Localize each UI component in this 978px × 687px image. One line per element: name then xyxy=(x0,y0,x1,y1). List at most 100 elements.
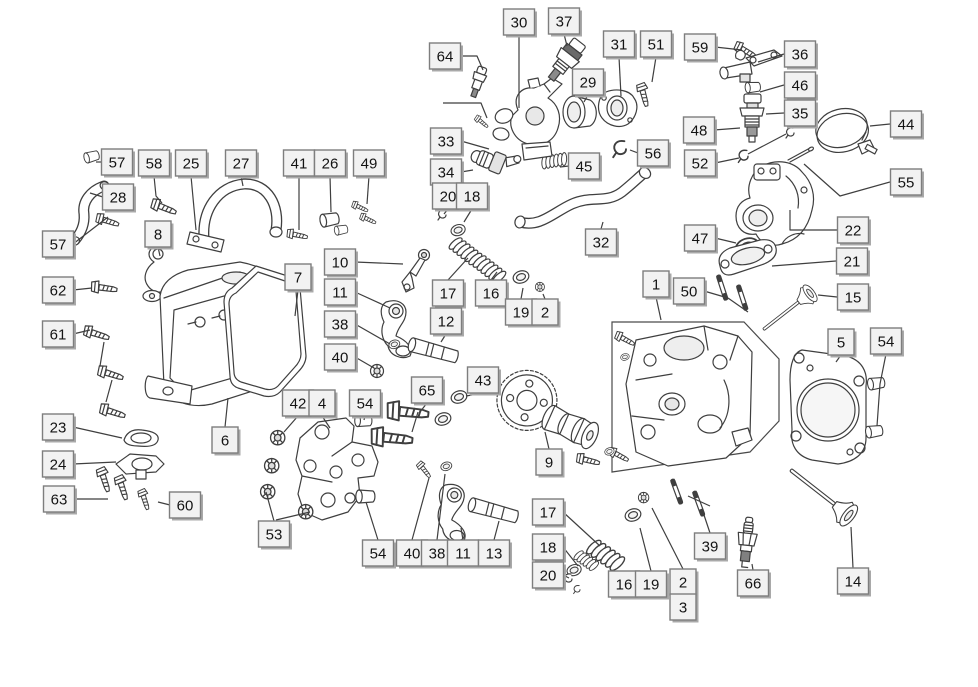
part-oring-46 xyxy=(744,80,762,94)
part-bolt-61c xyxy=(97,401,128,423)
part-label-65: 65 xyxy=(410,376,445,406)
leader-line-50 xyxy=(703,290,729,299)
part-clip-52b xyxy=(785,127,795,139)
part-label-21: 21 xyxy=(835,247,870,277)
part-label-text-48: 48 xyxy=(691,123,708,140)
part-label-51: 51 xyxy=(639,30,674,60)
part-label-11: 11 xyxy=(323,278,358,308)
part-keeper-2a xyxy=(534,281,545,292)
connector-line-6 xyxy=(411,411,419,433)
part-cap-54c xyxy=(355,489,376,504)
part-clip-52a xyxy=(737,149,749,164)
leader-line-13 xyxy=(493,520,500,541)
part-stud-50b xyxy=(735,284,749,312)
part-label-50: 50 xyxy=(672,277,707,307)
part-cylinder-head-1 xyxy=(625,325,753,467)
leader-line-60 xyxy=(157,501,171,506)
part-seal-19a xyxy=(510,268,532,286)
part-label-17: 17 xyxy=(431,279,466,309)
part-label-55: 55 xyxy=(889,168,924,198)
part-label-9: 9 xyxy=(535,448,565,478)
part-label-text-23: 23 xyxy=(50,420,67,437)
part-injector-35 xyxy=(739,93,765,143)
leader-line-53 xyxy=(265,491,275,522)
leader-line-47 xyxy=(714,237,737,244)
part-label-text-47: 47 xyxy=(692,231,709,248)
part-label-54: 54 xyxy=(348,389,383,419)
part-bolt-64b xyxy=(473,113,491,130)
part-label-2: 2 xyxy=(531,298,561,328)
part-label-1: 1 xyxy=(642,270,672,300)
part-label-7: 7 xyxy=(284,263,314,293)
part-label-6: 6 xyxy=(211,426,241,456)
part-head-bolt-a xyxy=(613,329,637,349)
part-label-text-42: 42 xyxy=(290,396,307,413)
part-label-53: 53 xyxy=(257,520,292,550)
part-label-32: 32 xyxy=(584,228,619,258)
part-label-57: 57 xyxy=(41,230,76,260)
part-label-text-56: 56 xyxy=(645,146,662,163)
part-label-text-61: 61 xyxy=(50,327,67,344)
part-valve-15 xyxy=(756,282,821,339)
part-thermostat-housing-30 xyxy=(491,77,563,161)
part-label-8: 8 xyxy=(144,220,174,250)
part-label-47: 47 xyxy=(683,224,718,254)
leader-line-11 xyxy=(354,291,391,309)
leader-line-2 xyxy=(651,507,684,570)
part-label-text-13: 13 xyxy=(486,546,503,563)
part-label-text-25: 25 xyxy=(183,156,200,173)
leader-line-10 xyxy=(354,261,404,265)
part-label-54: 54 xyxy=(869,327,904,357)
part-clamp-56 xyxy=(612,140,627,159)
part-nut-2b xyxy=(637,491,650,504)
part-label-text-38: 38 xyxy=(429,546,446,563)
leader-line-17 xyxy=(447,257,469,281)
part-label-66: 66 xyxy=(736,569,771,599)
part-label-text-3: 3 xyxy=(679,600,687,617)
part-label-5: 5 xyxy=(827,328,857,358)
leader-line-44 xyxy=(869,123,891,127)
part-label-text-43: 43 xyxy=(475,373,492,390)
part-label-text-16: 16 xyxy=(483,286,500,303)
part-bolt-63a xyxy=(94,465,115,494)
part-nut-42 xyxy=(269,429,286,446)
cylinder-head-group-outline xyxy=(611,321,780,473)
part-label-text-20: 20 xyxy=(540,568,557,585)
leader-line-15 xyxy=(817,294,838,298)
part-label-text-19: 19 xyxy=(643,577,660,594)
part-label-62: 62 xyxy=(41,276,76,306)
part-stud-39a xyxy=(669,478,684,506)
part-exhaust-flange-21 xyxy=(718,239,777,276)
leader-line-40 xyxy=(411,477,430,541)
part-label-26: 26 xyxy=(313,149,348,179)
part-label-text-52: 52 xyxy=(692,156,709,173)
part-label-text-14: 14 xyxy=(845,574,862,591)
part-screw-49b xyxy=(358,211,378,227)
connector-line-7 xyxy=(727,297,749,313)
part-cotter-20b2 xyxy=(573,585,581,595)
leader-line-33 xyxy=(460,140,490,150)
leader-line-46 xyxy=(759,84,785,93)
leader-line-49 xyxy=(366,175,370,205)
part-label-text-1: 1 xyxy=(652,277,660,294)
leader-line-23 xyxy=(72,426,123,439)
part-label-19: 19 xyxy=(634,570,669,600)
leader-line-11 xyxy=(460,527,464,541)
part-banjo-bolt xyxy=(574,451,602,469)
part-label-text-34: 34 xyxy=(438,165,455,182)
part-nut-53a xyxy=(263,457,280,474)
part-bolt-63b xyxy=(112,473,133,502)
part-label-text-30: 30 xyxy=(511,15,528,32)
part-label-text-41: 41 xyxy=(291,156,308,173)
leader-line-39 xyxy=(702,511,711,534)
part-label-text-27: 27 xyxy=(233,156,250,173)
part-label-text-17: 17 xyxy=(440,286,457,303)
part-dowel-54e xyxy=(864,423,885,439)
part-washer-38b xyxy=(439,460,454,473)
part-label-28: 28 xyxy=(101,183,136,213)
part-rocker-shaft-12 xyxy=(406,336,461,364)
part-intake-manifold-22 xyxy=(735,161,815,246)
leader-line-55 xyxy=(803,163,891,197)
